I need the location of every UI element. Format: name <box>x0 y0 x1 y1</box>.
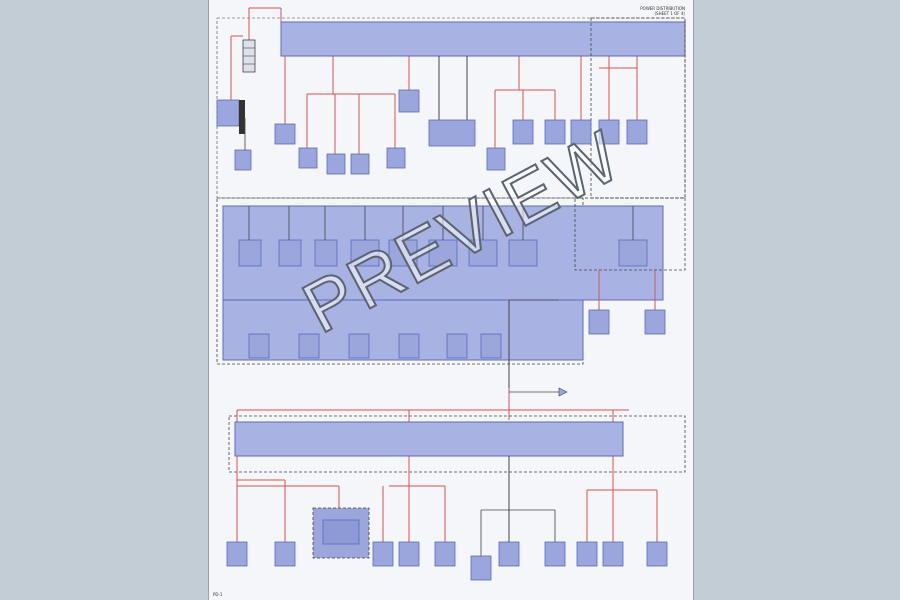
middle-relay-panel <box>216 197 686 365</box>
diagram-header: POWER DISTRIBUTION (SHEET 1 OF 4) <box>535 6 685 16</box>
top-panel-wires <box>280 8 638 154</box>
top-fuse-panel <box>216 17 686 199</box>
header-line-1: POWER DISTRIBUTION <box>640 6 685 11</box>
header-line-2: (SHEET 1 OF 4) <box>654 11 685 16</box>
lower-component-boxes <box>226 507 668 581</box>
right-side-components <box>588 309 666 335</box>
top-component-boxes <box>274 89 648 175</box>
lower-fuse-panel <box>228 415 686 473</box>
battery-symbol <box>230 7 281 100</box>
wiring-diagram-sheet: POWER DISTRIBUTION (SHEET 1 OF 4) PD-1 <box>208 0 694 600</box>
schematic-drawing <box>216 7 686 581</box>
lower-panel-wires <box>236 456 658 556</box>
ground-stud <box>216 99 252 171</box>
page-id: PD-1 <box>213 592 223 597</box>
junction-splice <box>236 387 629 422</box>
middle-panel-wires <box>248 206 656 388</box>
